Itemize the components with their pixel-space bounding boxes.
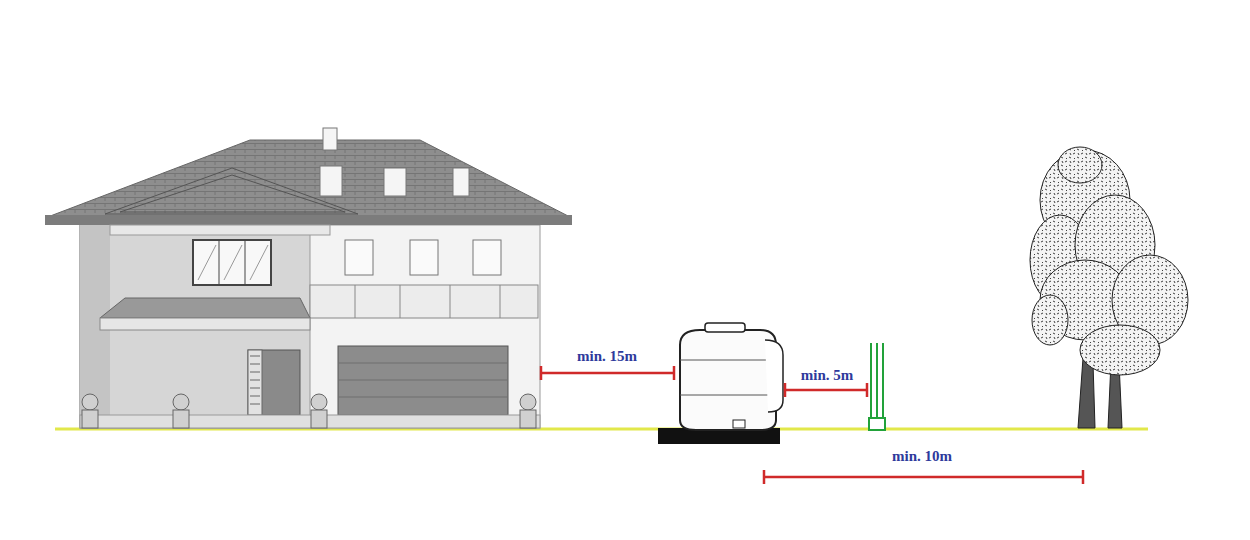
well-pipe: [869, 343, 885, 430]
dimension-label: min. 10m: [890, 447, 954, 465]
dimension-text: min. 5m: [799, 367, 856, 383]
dimension-label: min. 5m: [799, 366, 856, 384]
dimension-text: min. 10m: [890, 448, 954, 464]
trees: [1030, 147, 1188, 428]
fuel-tank: [658, 323, 783, 444]
dimension-text: min. 15m: [575, 348, 639, 364]
dimension-label: min. 15m: [575, 347, 639, 365]
dimension-lines: [541, 366, 1083, 484]
house: [45, 128, 572, 428]
